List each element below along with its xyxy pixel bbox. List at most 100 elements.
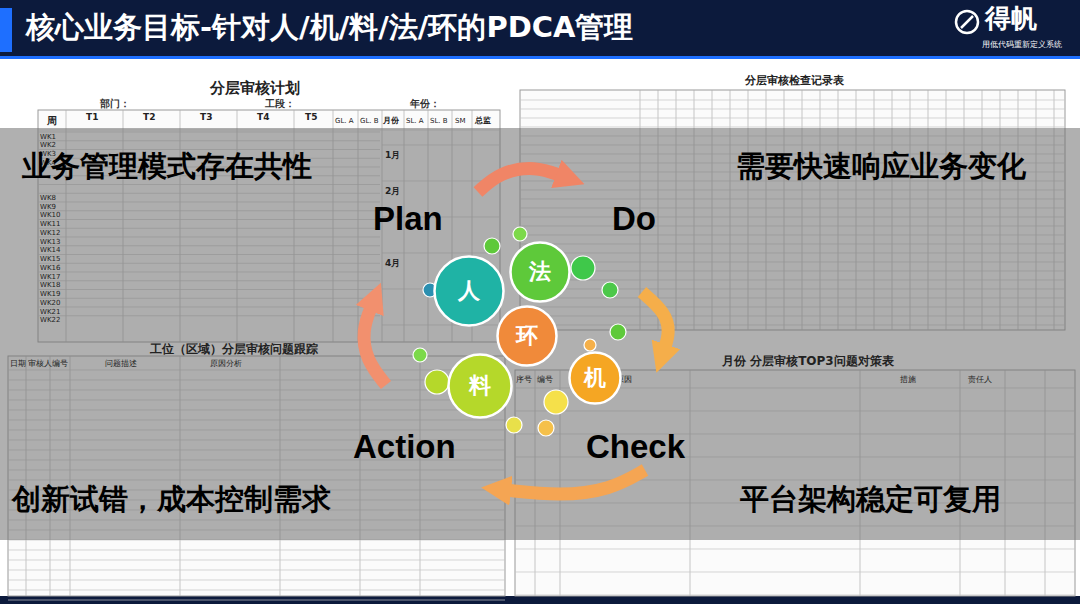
decor-dot: [513, 227, 527, 241]
table-cell: 4月: [385, 258, 400, 268]
table-cell: GL. B: [360, 117, 379, 125]
logo-icon: [956, 11, 978, 33]
table-cell: 月份: [383, 116, 399, 125]
table-cell: WK22: [40, 316, 60, 324]
table-cell: WK16: [40, 264, 60, 272]
table-cell: WK19: [40, 290, 60, 298]
decor-dot: [610, 324, 626, 340]
table-rule: [8, 600, 505, 601]
callout-text: 需要快速响应业务变化: [736, 150, 1026, 183]
table-rule: [515, 549, 1075, 550]
table-cell: 周: [47, 115, 57, 127]
table-rule: [520, 118, 1065, 119]
factor-label: 法: [509, 241, 571, 303]
table-cell: 工位（区域）分层审核问题跟踪: [150, 343, 318, 357]
factor-label: 人: [433, 255, 505, 327]
table-cell: T2: [143, 112, 155, 122]
logo-text: 得帆: [985, 4, 1037, 34]
decor-dot: [425, 370, 449, 394]
table-cell: SL. B: [430, 117, 448, 125]
table-cell: WK21: [40, 308, 60, 316]
decor-dot: [538, 420, 554, 436]
factor-circle: 机: [568, 351, 622, 405]
callout-text: Do: [612, 200, 656, 238]
cycle-arrow: [364, 305, 386, 385]
table-cell: 序号: [516, 375, 532, 384]
table-cell: WK15: [40, 255, 60, 263]
decor-dot: [484, 238, 500, 254]
factor-circle: 料: [447, 353, 513, 419]
callout-text: 业务管理模式存在共性: [22, 150, 312, 183]
table-cell: 部门：: [100, 98, 130, 110]
table-rule: [515, 572, 1075, 573]
table-rule: [515, 595, 1075, 596]
callout-text: 平台架构稳定可复用: [740, 483, 1001, 516]
table-rule: [8, 560, 505, 561]
decor-dot: [584, 339, 596, 351]
cycle-arrow: [642, 292, 668, 350]
table-cell: 年份：: [410, 98, 440, 110]
table-cell: 总监: [475, 116, 491, 125]
decor-dot: [602, 282, 618, 298]
logo-text: 用低代码重新定义系统: [982, 40, 1062, 49]
table-cell: WK13: [40, 238, 60, 246]
table-cell: WK20: [40, 299, 60, 307]
table-cell: 日期: [10, 359, 26, 368]
grey-overlay: [0, 128, 1080, 540]
table-rule: [8, 570, 505, 571]
table-rule: [8, 590, 505, 591]
table-cell: WK10: [40, 211, 60, 219]
decor-dot: [413, 348, 427, 362]
table-rule: [8, 550, 505, 551]
table-cell: 工段：: [265, 98, 295, 110]
callout-text: 创新试错，成本控制需求: [12, 483, 331, 516]
callout-text: Check: [586, 428, 685, 466]
table-cell: WK2: [40, 141, 56, 149]
table-rule: [520, 100, 1065, 101]
factor-label: 环: [496, 305, 558, 367]
decor-dot: [571, 256, 595, 280]
table-cell: 责任人: [968, 375, 992, 384]
table-cell: SM: [455, 117, 465, 125]
table-cell: 分层审核计划: [210, 80, 300, 97]
factor-label: 料: [447, 353, 513, 419]
table-cell: T3: [200, 112, 212, 122]
table-cell: WK1: [40, 133, 56, 141]
factor-circle: 法: [509, 241, 571, 303]
table-cell: 编号: [52, 359, 68, 368]
table-cell: 2月: [385, 186, 400, 196]
bottom-border: [0, 596, 1080, 604]
factor-circle: 环: [496, 305, 558, 367]
table-cell: WK8: [40, 194, 56, 202]
table-cell: 1月: [385, 150, 400, 160]
title-underline: [0, 56, 1080, 59]
table-rule: [520, 109, 1065, 110]
table-cell: 编号: [537, 375, 553, 384]
table-cell: T5: [305, 112, 317, 122]
decor-dot: [506, 417, 522, 433]
table-rule: [520, 127, 1065, 128]
slide-title: 核心业务目标-针对人/机/料/法/环的PDCA管理: [26, 11, 633, 44]
table-cell: WK9: [40, 203, 56, 211]
cycle-arrow: [478, 169, 562, 192]
callout-text: Action: [353, 428, 456, 466]
factor-label: 机: [568, 351, 622, 405]
callout-text: Plan: [373, 200, 443, 238]
decor-dots: [413, 227, 626, 436]
table-cell: WK17: [40, 273, 60, 281]
table-cell: T1: [86, 112, 98, 122]
decor-dot: [544, 390, 568, 414]
title-accent: [0, 8, 12, 52]
factor-circle: 人: [433, 255, 505, 327]
table-cell: 月份 分层审核TOP3问题对策表: [722, 355, 894, 369]
table-cell: 审核人: [28, 359, 52, 368]
title-bar: [0, 0, 1080, 58]
cycle-arrow: [505, 470, 645, 494]
table-cell: 问题描述: [105, 359, 137, 368]
table-cell: 原因分析: [210, 359, 242, 368]
table-cell: T4: [257, 112, 269, 122]
table-cell: 分层审核检查记录表: [745, 75, 844, 88]
table-cell: WK12: [40, 229, 60, 237]
table-cell: 措施: [900, 375, 916, 384]
